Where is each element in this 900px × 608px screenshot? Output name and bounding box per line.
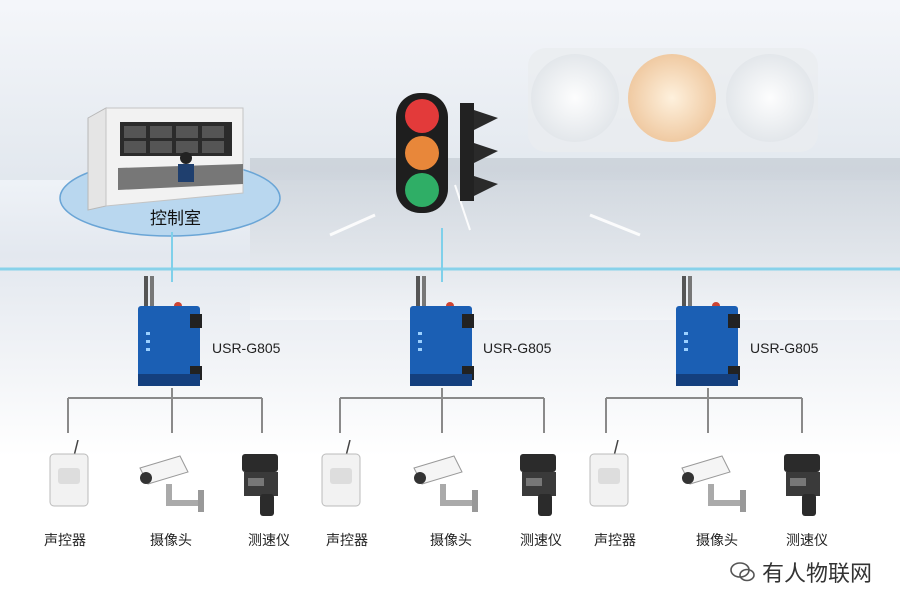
speed-gun-icon [520, 454, 556, 516]
sound-sensor-label: 声控器 [44, 533, 86, 549]
control-room-illustration [59, 107, 281, 237]
traffic-light [396, 93, 498, 213]
sound-sensor-icon [49, 440, 89, 507]
watermark-text: 有人物联网 [761, 562, 872, 587]
control-room-label: 控制室 [150, 209, 201, 229]
speed-gun-label: 测速仪 [248, 533, 290, 549]
sound-sensor-icon [589, 440, 629, 507]
wechat-icon [730, 562, 755, 582]
router-3 [676, 276, 740, 386]
sound-sensor-label: 声控器 [326, 533, 368, 549]
sound-sensor-icon [321, 440, 361, 507]
camera-label: 摄像头 [150, 533, 192, 549]
watermark: 有人物联网 [730, 556, 872, 588]
device-tree-lines [67, 388, 803, 433]
speed-gun-label: 测速仪 [520, 533, 562, 549]
camera-label: 摄像头 [696, 533, 738, 549]
camera-label: 摄像头 [430, 533, 472, 549]
camera-icon [413, 455, 478, 512]
router-1-label: USR-G805 [212, 340, 281, 356]
camera-icon [681, 455, 746, 512]
router-2 [410, 276, 474, 386]
speed-gun-icon [784, 454, 820, 516]
router-3-label: USR-G805 [750, 340, 819, 356]
speed-gun-label: 测速仪 [786, 533, 828, 549]
router-2-label: USR-G805 [483, 340, 552, 356]
sound-sensor-label: 声控器 [594, 533, 636, 549]
camera-icon [139, 455, 204, 512]
router-1 [138, 276, 202, 386]
speed-gun-icon [242, 454, 278, 516]
